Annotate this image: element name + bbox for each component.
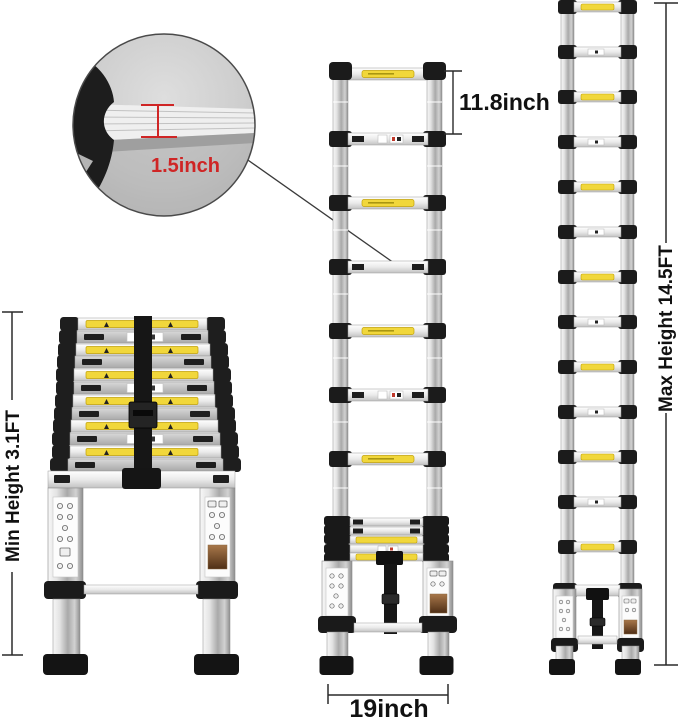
left-foot bbox=[319, 656, 354, 675]
warning-sticker-left bbox=[325, 567, 349, 617]
left-collar bbox=[318, 616, 356, 633]
step-cross-section bbox=[88, 104, 255, 141]
strap bbox=[586, 588, 609, 649]
left-foot bbox=[549, 659, 575, 675]
rail-seams bbox=[333, 101, 442, 489]
strap-clamp bbox=[122, 468, 161, 489]
max-height-dimension bbox=[654, 2, 678, 666]
right-foot bbox=[419, 656, 454, 675]
crossbar bbox=[353, 622, 423, 633]
strap-clamp bbox=[376, 551, 403, 565]
left-rail bbox=[47, 487, 84, 599]
left-foot bbox=[43, 654, 88, 675]
ladder-collapsed bbox=[43, 316, 241, 675]
crossbar bbox=[577, 635, 618, 645]
right-tube bbox=[202, 598, 231, 656]
end-cap-silhouette bbox=[73, 54, 114, 214]
warning-sticker-right bbox=[426, 567, 450, 617]
left-tube bbox=[52, 598, 81, 656]
left-tube bbox=[555, 645, 574, 661]
warning-sticker-right bbox=[204, 496, 231, 578]
thickness-label: 1.5inch bbox=[151, 155, 220, 177]
ladder-partially-extended bbox=[318, 62, 457, 675]
right-rail-wide bbox=[618, 588, 643, 643]
right-collar bbox=[419, 616, 457, 633]
base-width-dimension bbox=[327, 684, 449, 704]
min-height-label: Min Height 3.1FT bbox=[3, 410, 24, 562]
max-height-label: Max Height 14.5FT bbox=[656, 245, 677, 412]
product-photo-thumb bbox=[429, 593, 448, 614]
product-photo-thumb bbox=[207, 544, 228, 570]
rung-spacing-dimension bbox=[444, 70, 462, 135]
dimension-lines bbox=[2, 2, 678, 704]
strap bbox=[376, 551, 403, 634]
right-foot bbox=[194, 654, 239, 675]
right-rail-wide bbox=[422, 560, 454, 623]
warning-sticker-left bbox=[555, 595, 574, 639]
left-rail-wide bbox=[321, 560, 353, 623]
base-width-label: 19inch bbox=[349, 695, 429, 720]
strap-buckle bbox=[381, 593, 400, 605]
left-rail-wide bbox=[552, 588, 577, 643]
thickness-dimension-marks bbox=[141, 104, 177, 138]
right-collar bbox=[196, 581, 238, 599]
rung-spacing-label: 11.8inch bbox=[459, 89, 550, 115]
right-foot bbox=[615, 659, 641, 675]
warning-sticker-right bbox=[621, 595, 640, 639]
right-tube bbox=[427, 631, 450, 659]
crossbar bbox=[83, 584, 199, 595]
extended-rungs bbox=[329, 62, 446, 467]
min-height-dimension bbox=[2, 311, 23, 656]
left-collar bbox=[44, 581, 86, 599]
strap-buckle bbox=[589, 617, 606, 627]
warning-sticker-left bbox=[52, 496, 79, 578]
right-tube bbox=[621, 645, 640, 661]
step-underside-shadow bbox=[88, 133, 255, 153]
ladder-fully-extended bbox=[549, 0, 644, 675]
strap-clamp bbox=[586, 588, 609, 600]
magnifier-detail-circle bbox=[72, 33, 256, 217]
leader-line bbox=[244, 157, 396, 265]
strap bbox=[122, 316, 161, 489]
product-photo-thumb bbox=[623, 619, 638, 635]
left-tube bbox=[326, 631, 349, 659]
step-ridges bbox=[87, 109, 255, 132]
